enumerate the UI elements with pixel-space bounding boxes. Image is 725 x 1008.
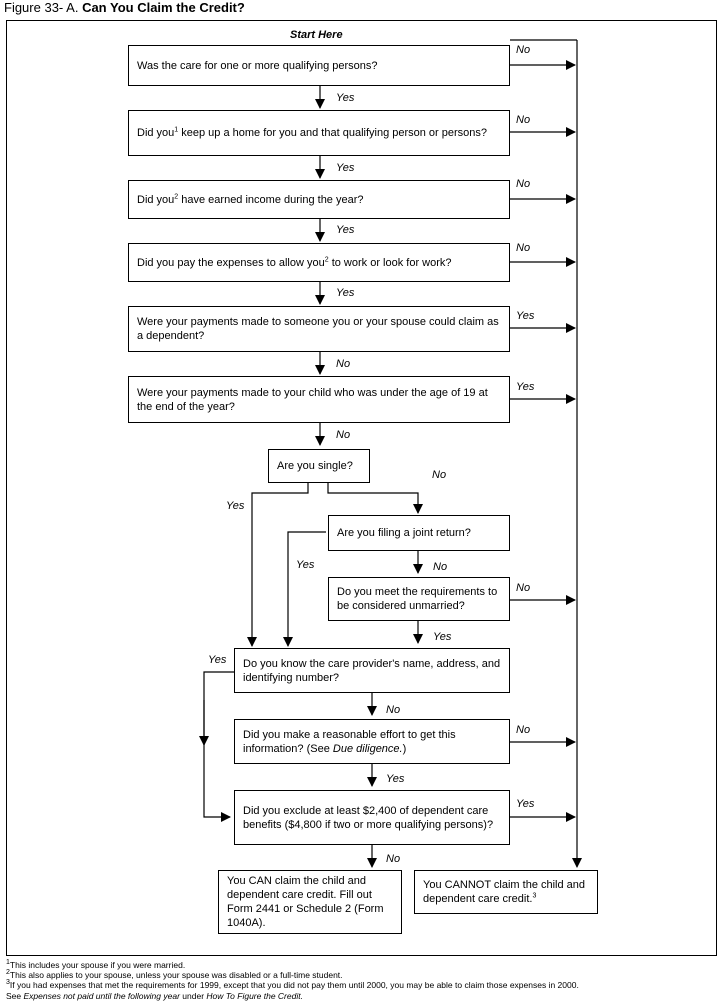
label-yes-provider: Yes — [208, 654, 227, 666]
question-provider-info: Do you know the care provider's name, ad… — [234, 648, 510, 693]
footnote-1: 1This includes your spouse if you were m… — [6, 959, 186, 970]
arrow-provider-yes — [203, 671, 234, 822]
figure-heading: Can You Claim the Credit? — [82, 0, 245, 15]
question-payments-dependent: Were your payments made to someone you o… — [128, 306, 510, 352]
label-no-q4: No — [516, 242, 531, 254]
label-yes-single: Yes — [226, 500, 245, 512]
question-reasonable-effort: Did you make a reasonable effort to get … — [234, 719, 510, 764]
label-no-effort: No — [516, 724, 531, 736]
question-unmarried: Do you meet the requirements to be consi… — [328, 577, 510, 621]
label-yes-q3: Yes — [336, 224, 355, 236]
label-yes-q6: Yes — [516, 381, 535, 393]
label-yes-exclude: Yes — [516, 798, 535, 810]
footnote-3-continued: See Expenses not paid until the followin… — [6, 991, 303, 1001]
label-no-unmarried: No — [516, 582, 531, 594]
label-no-q3: No — [516, 178, 531, 190]
question-exclude-benefits: Did you exclude at least $2,400 of depen… — [234, 790, 510, 845]
label-no-exclude: No — [386, 853, 401, 865]
footnote-2: 2This also applies to your spouse, unles… — [6, 969, 343, 980]
label-no-single: No — [432, 469, 447, 481]
result-can-claim: You CAN claim the child and dependent ca… — [218, 870, 402, 934]
label-yes-unmarried: Yes — [433, 631, 452, 643]
question-keep-up-home: Did you1 keep up a home for you and that… — [128, 110, 510, 156]
label-yes-q5: Yes — [516, 310, 535, 322]
label-no-joint: No — [433, 561, 448, 573]
label-yes-joint: Yes — [296, 559, 315, 571]
question-joint-return: Are you filing a joint return? — [328, 515, 510, 551]
question-earned-income: Did you2 have earned income during the y… — [128, 180, 510, 219]
arrow-single-yes — [247, 483, 309, 647]
label-no-q2: No — [516, 114, 531, 126]
arrow-single-no — [327, 483, 423, 514]
result-cannot-claim: You CANNOT claim the child and dependent… — [414, 870, 598, 914]
question-single: Are you single? — [268, 449, 370, 483]
arrow-joint-yes — [283, 531, 326, 647]
figure-number: Figure 33- A. — [4, 0, 79, 15]
start-label: Start Here — [290, 29, 343, 41]
question-qualifying-persons: Was the care for one or more qualifying … — [128, 45, 510, 86]
figure-title: Figure 33- A. Can You Claim the Credit? — [4, 0, 245, 15]
label-yes-effort: Yes — [386, 773, 405, 785]
label-no-provider: No — [386, 704, 401, 716]
label-no-q6: No — [336, 429, 351, 441]
label-no-q5: No — [336, 358, 351, 370]
question-pay-expenses: Did you pay the expenses to allow you2 t… — [128, 243, 510, 282]
question-payments-child: Were your payments made to your child wh… — [128, 376, 510, 423]
label-no-q1: No — [516, 44, 531, 56]
label-yes-q4: Yes — [336, 287, 355, 299]
label-yes-q1: Yes — [336, 92, 355, 104]
flowchart-frame — [6, 20, 717, 956]
label-yes-q2: Yes — [336, 162, 355, 174]
footnote-3: 3If you had expenses that met the requir… — [6, 979, 579, 990]
